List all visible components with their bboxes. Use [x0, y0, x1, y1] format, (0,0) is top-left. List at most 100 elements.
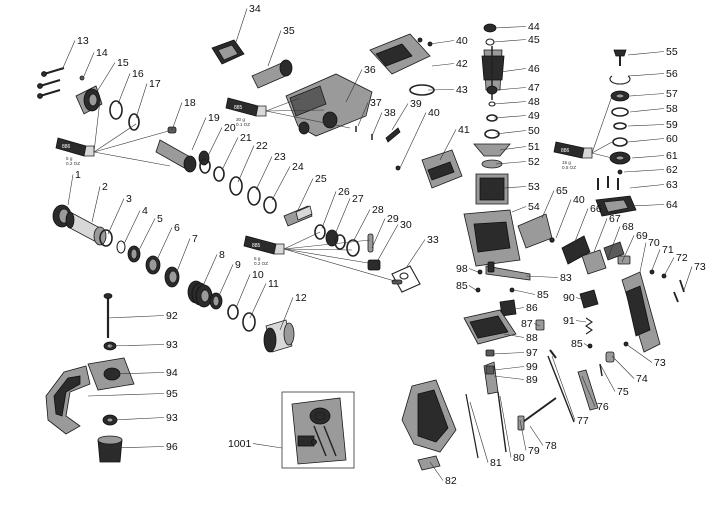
callout-leader — [252, 443, 283, 449]
callout-leader — [683, 266, 693, 291]
tube-brand: 886 — [561, 148, 570, 154]
callout-number: 77 — [577, 415, 589, 427]
callout-leader — [495, 161, 527, 165]
callout-leader — [575, 320, 587, 323]
callout-leader — [529, 425, 544, 446]
callout-number: 71 — [662, 244, 674, 256]
callout-leader — [405, 239, 426, 269]
callout-leader — [493, 101, 527, 105]
callout-number: 55 — [666, 46, 678, 58]
callout-leader — [67, 174, 74, 206]
gear-housing-parts — [211, 33, 463, 189]
callout-number: 47 — [528, 82, 540, 94]
callout-leader — [235, 274, 251, 309]
callout-leader — [135, 83, 148, 119]
callout-leader — [345, 69, 363, 103]
callout-number: 1 — [75, 169, 81, 181]
callout-number: 5 — [157, 213, 163, 225]
tube-brand: 886 — [62, 144, 71, 150]
callout-leader — [321, 191, 337, 229]
callout-number: 20 — [224, 122, 236, 134]
callout-leader — [109, 344, 165, 347]
callout-number: 28 — [372, 204, 384, 216]
callout-leader — [191, 117, 207, 151]
callout-number: 78 — [545, 440, 557, 452]
callout-leader — [493, 26, 527, 29]
callout-number: 29 — [387, 213, 399, 225]
callout-leader — [631, 155, 665, 159]
callout-leader — [507, 307, 525, 311]
callout-number: 68 — [622, 221, 634, 233]
callout-leader — [235, 8, 248, 43]
callout-leader — [499, 146, 527, 151]
callout-leader — [607, 226, 621, 259]
callout-leader — [83, 52, 95, 77]
lower-right-parts — [401, 261, 615, 471]
callout-leader — [599, 363, 616, 392]
callout-leader — [217, 264, 234, 299]
motor-parts — [463, 23, 521, 267]
callout-leader — [493, 39, 527, 43]
callout-number: 44 — [528, 21, 540, 33]
callout-leader — [137, 218, 156, 253]
callout-leader — [621, 235, 635, 263]
callout-number: 72 — [676, 252, 688, 264]
tube-unit: 0.5 OZ — [562, 165, 576, 170]
callout-number: 10 — [252, 269, 264, 281]
callout-number: 13 — [77, 35, 89, 47]
callout-leader — [468, 285, 477, 291]
callout-number: 85 — [537, 289, 549, 301]
callout-number: 93 — [166, 412, 178, 424]
callout-leader — [583, 343, 589, 347]
callout-number: 17 — [149, 78, 161, 90]
tube-qty: 5 g — [66, 156, 73, 161]
callout-number: 43 — [456, 84, 468, 96]
callout-leader — [201, 254, 218, 289]
callout-leader — [221, 137, 239, 171]
callout-leader — [511, 206, 527, 213]
callout-number: 65 — [556, 185, 568, 197]
callout-number: 66 — [590, 203, 602, 215]
callout-leader — [593, 218, 608, 253]
callout-leader — [175, 238, 191, 275]
callout-number: 94 — [166, 367, 178, 379]
callout-number: 61 — [666, 150, 678, 162]
callout-number: 19 — [208, 112, 220, 124]
callout-leader — [629, 184, 665, 189]
callout-number: 46 — [528, 63, 540, 75]
callout-number: 85 — [571, 338, 583, 350]
tube-qty: 5 g — [254, 256, 261, 261]
callout-leader — [297, 178, 314, 211]
callout-number: 96 — [166, 441, 178, 453]
callout-number: 18 — [184, 97, 196, 109]
tube-qty: 15 g — [562, 160, 571, 165]
callout-number: 92 — [166, 310, 178, 322]
callout-number: 59 — [666, 119, 678, 131]
callout-leader — [503, 333, 525, 338]
callout-number: 39 — [410, 98, 422, 110]
callout-leader — [491, 352, 525, 355]
callout-leader — [237, 145, 255, 183]
callout-number: 40 — [428, 107, 440, 119]
callout-leader — [639, 242, 647, 273]
callout-leader — [249, 283, 267, 319]
callout-leader — [581, 375, 596, 407]
callout-number: 83 — [560, 272, 572, 284]
callout-number: 22 — [256, 140, 268, 152]
callout-number: 21 — [240, 132, 252, 144]
callout-number: 51 — [528, 141, 540, 153]
callout-leader — [111, 417, 165, 421]
callout-leader — [651, 249, 661, 271]
callout-number: 69 — [636, 230, 648, 242]
callout-leader — [61, 40, 76, 71]
callout-leader — [107, 315, 165, 319]
callout-leader — [123, 210, 141, 245]
callout-leader — [627, 138, 665, 143]
grease-tube-886-left: 886 5 g 0.2 OZ — [55, 137, 95, 166]
callout-number: 73 — [654, 357, 666, 369]
callout-number: 34 — [249, 3, 261, 15]
callout-leader — [519, 419, 527, 451]
callout-number: 24 — [292, 161, 304, 173]
callout-number: 80 — [513, 452, 525, 464]
